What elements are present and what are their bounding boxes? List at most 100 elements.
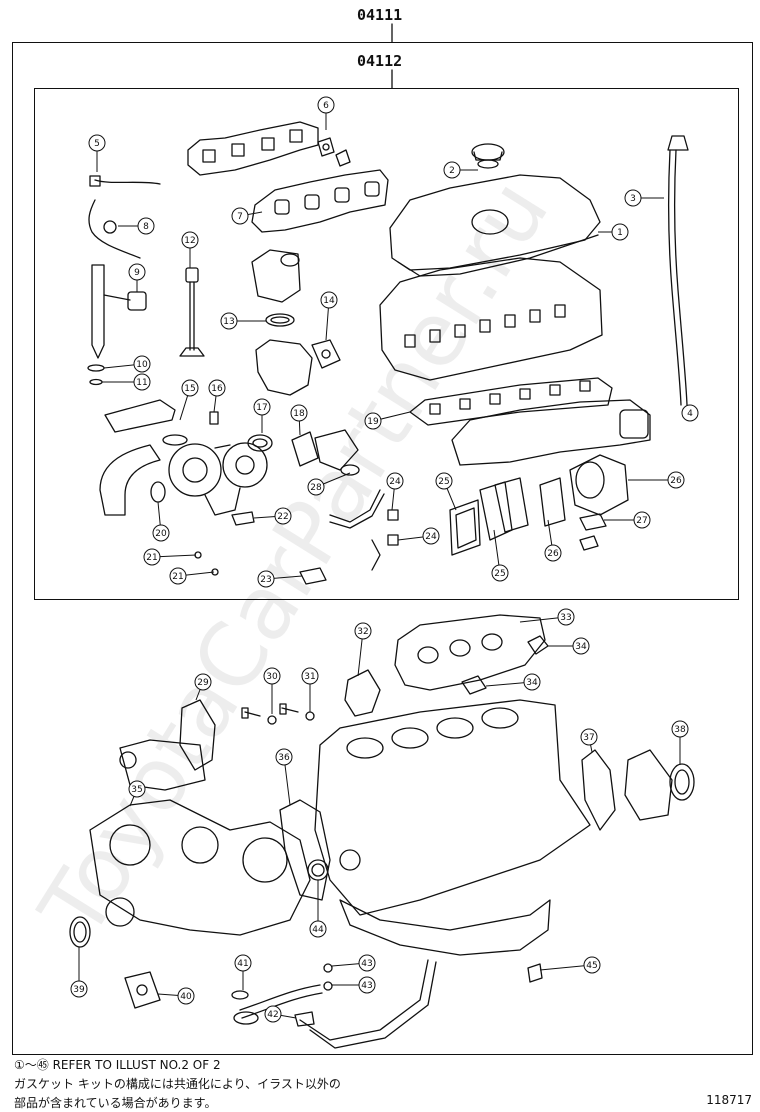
callout-circle xyxy=(422,527,440,545)
callout-label: 45 xyxy=(586,961,597,971)
callout-34: 34 xyxy=(548,637,590,655)
air-pipes xyxy=(99,399,188,516)
callout-6: 6 xyxy=(317,96,335,130)
callout-label: 38 xyxy=(674,725,686,735)
callout-25: 25 xyxy=(435,472,457,511)
callout-37: 37 xyxy=(580,728,598,753)
callout-label: 14 xyxy=(323,296,335,306)
bolts-30-31 xyxy=(241,703,315,725)
callout-label: 33 xyxy=(560,613,571,623)
callout-circle xyxy=(681,404,699,422)
seal-ring-13 xyxy=(265,313,295,327)
callout-circle xyxy=(181,231,199,249)
callout-34: 34 xyxy=(485,673,541,691)
callout-circle xyxy=(177,987,195,1005)
callout-7: 7 xyxy=(231,207,263,225)
callout-circle xyxy=(70,980,88,998)
intake-manifold-lower xyxy=(451,399,651,466)
callout-label: 34 xyxy=(526,678,538,688)
callout-41: 41 xyxy=(234,954,252,990)
callout-label: 16 xyxy=(211,384,223,394)
cylinder-head xyxy=(379,257,603,381)
callout-circle xyxy=(181,379,199,397)
callout-2: 2 xyxy=(443,161,478,179)
head-gasket xyxy=(394,614,546,691)
oil-strainer-pipes xyxy=(231,959,543,1049)
callout-circle xyxy=(194,673,212,691)
callout-label: 11 xyxy=(136,378,147,388)
gasket-32 xyxy=(344,669,381,717)
callout-17: 17 xyxy=(253,398,271,433)
callout-1: 1 xyxy=(598,223,629,241)
callout-circle xyxy=(231,207,249,225)
callout-label: 6 xyxy=(323,101,329,111)
callout-label: 27 xyxy=(636,516,647,526)
callout-circle xyxy=(386,472,404,490)
callout-42: 42 xyxy=(264,1005,297,1023)
callout-43: 43 xyxy=(331,954,376,972)
callout-25: 25 xyxy=(491,529,509,582)
callout-14: 14 xyxy=(320,291,338,341)
callout-38: 38 xyxy=(671,720,689,765)
note-line-3: 部品が含まれている場合があります。 xyxy=(14,1096,217,1110)
callout-circle xyxy=(137,217,155,235)
callout-label: 21 xyxy=(146,553,157,563)
callout-circle xyxy=(671,720,689,738)
callout-21: 21 xyxy=(169,567,215,585)
callout-circle xyxy=(358,976,376,994)
callout-label: 12 xyxy=(184,236,195,246)
callout-label: 26 xyxy=(547,549,559,559)
assembly-code-top: 04111 xyxy=(357,6,403,24)
callout-16: 16 xyxy=(208,379,226,413)
callout-label: 31 xyxy=(304,672,315,682)
callout-circle xyxy=(667,471,685,489)
callout-circle xyxy=(264,1005,282,1023)
callout-label: 3 xyxy=(630,194,636,204)
callout-circle xyxy=(633,511,651,529)
assembly-code-inner: 04112 xyxy=(357,52,403,70)
callout-leader-line xyxy=(539,964,593,971)
callout-label: 8 xyxy=(143,222,149,232)
callout-label: 22 xyxy=(277,512,288,522)
callout-circle xyxy=(128,780,146,798)
callout-circle xyxy=(307,478,325,496)
callout-label: 32 xyxy=(357,627,368,637)
callout-label: 9 xyxy=(134,268,140,278)
callout-28: 28 xyxy=(307,472,351,496)
callout-40: 40 xyxy=(157,987,195,1005)
inner-assembly-frame xyxy=(34,88,739,600)
intake-manifold-upper xyxy=(187,121,319,176)
callout-label: 40 xyxy=(180,992,192,1002)
callout-circle xyxy=(275,748,293,766)
callout-label: 34 xyxy=(575,642,587,652)
callout-circle xyxy=(309,920,327,938)
callout-circle xyxy=(491,564,509,582)
callout-13: 13 xyxy=(220,312,266,330)
thermostat-housing xyxy=(255,339,313,396)
callout-45: 45 xyxy=(539,956,601,974)
callout-label: 41 xyxy=(237,959,248,969)
callout-label: 26 xyxy=(670,476,682,486)
callout-circle xyxy=(354,622,372,640)
callout-22: 22 xyxy=(253,507,292,525)
callout-32: 32 xyxy=(354,622,372,677)
callout-24: 24 xyxy=(397,527,440,545)
callout-circle xyxy=(169,567,187,585)
callout-29: 29 xyxy=(194,673,212,701)
callout-20: 20 xyxy=(152,501,170,542)
callout-label: 43 xyxy=(361,959,372,969)
callout-circle xyxy=(208,379,226,397)
exhaust-manifold-gasket xyxy=(251,169,389,233)
oil-filler-cap xyxy=(471,143,505,169)
callout-27: 27 xyxy=(604,511,651,529)
callout-circle xyxy=(583,956,601,974)
callout-30: 30 xyxy=(263,667,281,714)
callout-label: 24 xyxy=(389,477,401,487)
outer-assembly-frame xyxy=(12,42,753,1055)
callout-12: 12 xyxy=(181,231,199,268)
callout-label: 2 xyxy=(449,166,455,176)
timing-gasket-36 xyxy=(279,799,331,901)
callout-circle xyxy=(320,291,338,309)
